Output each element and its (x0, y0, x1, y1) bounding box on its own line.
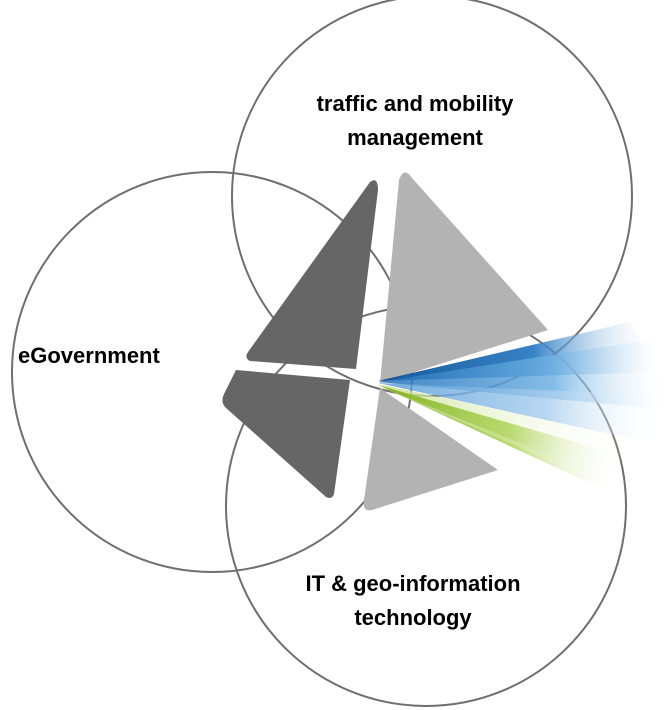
traffic-label-line-1: traffic and mobility (316, 91, 514, 116)
light-gray-upper-wedge (380, 172, 548, 383)
logo-emblem (222, 172, 670, 511)
dark-gray-lower-wedge (222, 370, 350, 498)
egovernment-label: eGovernment (18, 339, 238, 373)
light-gray-lower-wedge (363, 388, 498, 511)
egovernment-label-line-1: eGovernment (18, 343, 160, 368)
green-ray-lower (378, 386, 630, 495)
dark-gray-upper-wedge (246, 180, 378, 369)
traffic-mobility-label: traffic and mobility management (280, 87, 550, 155)
it-geo-information-label: IT & geo-information technology (248, 567, 578, 635)
it-label-line-2: technology (354, 605, 472, 630)
traffic-label-line-2: management (347, 125, 483, 150)
it-label-line-1: IT & geo-information (305, 571, 521, 596)
